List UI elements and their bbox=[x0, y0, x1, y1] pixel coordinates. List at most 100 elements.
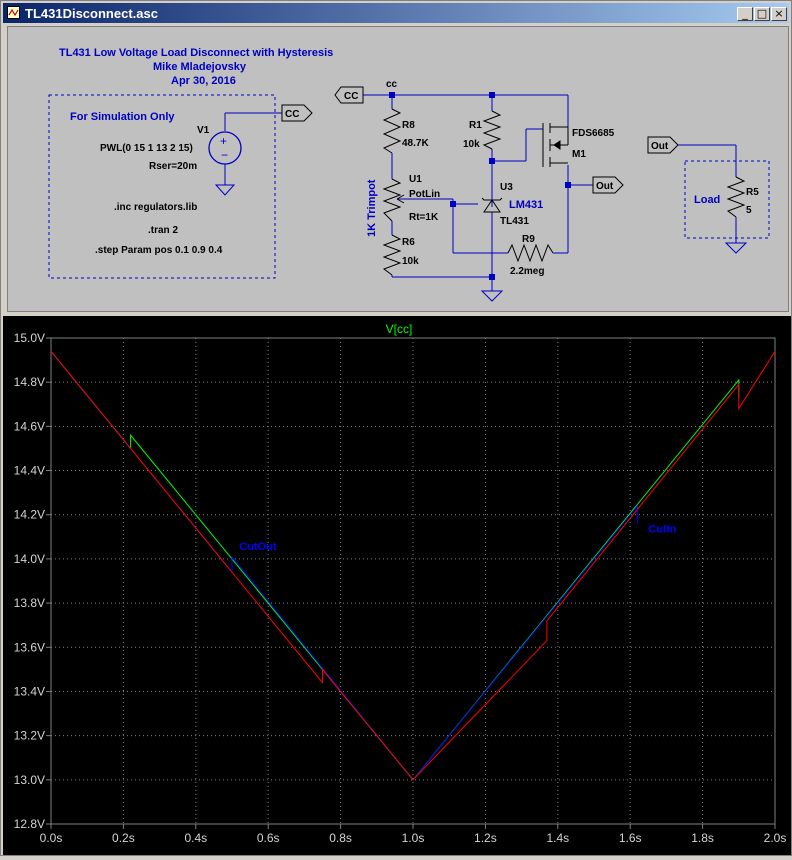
x-tick-label: 0.0s bbox=[40, 831, 63, 845]
x-tick-label: 1.6s bbox=[619, 831, 642, 845]
out-flag-right-label: Out bbox=[596, 181, 614, 192]
r1-value: 10k bbox=[463, 139, 480, 150]
window-title: TL431Disconnect.asc bbox=[25, 6, 158, 21]
svg-text:+: + bbox=[220, 134, 227, 148]
x-tick-label: 2.0s bbox=[764, 831, 787, 845]
simulation-box[interactable] bbox=[48, 94, 276, 279]
r8-resistor[interactable] bbox=[382, 108, 402, 154]
u3-value: TL431 bbox=[500, 216, 529, 227]
y-tick-label: 14.8V bbox=[14, 375, 45, 389]
u3-tl431-shunt[interactable] bbox=[481, 192, 503, 213]
u1-value: Rt=1K bbox=[409, 212, 439, 223]
sim-only-label: For Simulation Only bbox=[70, 111, 175, 123]
r5-name: R5 bbox=[746, 187, 759, 198]
y-tick-label: 13.2V bbox=[14, 729, 45, 743]
svg-text:−: − bbox=[221, 148, 228, 162]
u3-model: LM431 bbox=[509, 199, 543, 211]
directive-inc[interactable]: .inc regulators.lib bbox=[114, 202, 197, 213]
out-flag-load-label: Out bbox=[651, 141, 669, 152]
x-tick-label: 1.2s bbox=[474, 831, 497, 845]
schematic-author: Mike Mladejovsky bbox=[153, 61, 247, 73]
m1-name: M1 bbox=[572, 149, 586, 160]
trace-step-0[interactable] bbox=[50, 350, 740, 781]
annotation-cutout[interactable]: CutOut bbox=[239, 541, 277, 553]
cc-flag-simbox[interactable]: CC bbox=[281, 104, 313, 122]
waveform-plot[interactable]: V[cc] 0.0s 0.2s 0.4s 0.6s 0.8s 1.0s 1.2s 1.4s 1.… bbox=[3, 316, 791, 855]
y-tick-label: 13.0V bbox=[14, 773, 45, 787]
x-tick-label: 1.0s bbox=[402, 831, 425, 845]
minimize-button[interactable]: _ bbox=[737, 7, 753, 21]
u1-model: PotLin bbox=[409, 189, 440, 200]
x-tick-label: 1.8s bbox=[691, 831, 714, 845]
r9-name: R9 bbox=[522, 234, 535, 245]
r5-resistor[interactable] bbox=[726, 176, 746, 218]
title-bar[interactable]: TL431Disconnect.asc _ □ × bbox=[3, 3, 789, 23]
y-tick-label: 14.2V bbox=[14, 508, 45, 522]
v1-voltage-source[interactable]: + − bbox=[208, 112, 282, 196]
v1-rser: Rser=20m bbox=[149, 161, 197, 172]
plot-annotations: CutOut CutIn bbox=[239, 523, 676, 553]
y-tick-label: 14.0V bbox=[14, 552, 45, 566]
r9-resistor[interactable] bbox=[507, 243, 554, 263]
trace-title[interactable]: V[cc] bbox=[386, 322, 413, 336]
maximize-button[interactable]: □ bbox=[754, 7, 770, 21]
out-flag-load[interactable]: Out bbox=[647, 136, 679, 154]
y-tick-label: 13.8V bbox=[14, 596, 45, 610]
annotation-cutin[interactable]: CutIn bbox=[648, 523, 676, 535]
u1-name: U1 bbox=[409, 174, 422, 185]
x-tick-label: 0.4s bbox=[184, 831, 207, 845]
trace-step-1[interactable] bbox=[50, 350, 638, 781]
ground-load bbox=[724, 242, 748, 254]
u1-potentiometer[interactable] bbox=[382, 178, 402, 222]
r6-name: R6 bbox=[402, 237, 415, 248]
x-tick-label: 0.8s bbox=[329, 831, 352, 845]
y-tick-label: 14.6V bbox=[14, 419, 45, 433]
m1-model: FDS6685 bbox=[572, 128, 615, 139]
schematic-title: TL431 Low Voltage Load Disconnect with H… bbox=[59, 47, 333, 59]
directive-step[interactable]: .step Param pos 0.1 0.9 0.4 bbox=[95, 245, 223, 256]
cc-flag-simbox-label: CC bbox=[285, 109, 299, 120]
r6-value: 10k bbox=[402, 256, 419, 267]
schematic-date: Apr 30, 2016 bbox=[171, 75, 236, 87]
u3-name: U3 bbox=[500, 182, 513, 193]
plot-grid bbox=[46, 337, 776, 829]
y-tick-label: 13.4V bbox=[14, 684, 45, 698]
cc-flag-main[interactable]: CC bbox=[334, 86, 364, 104]
out-flag-right[interactable]: Out bbox=[592, 176, 624, 194]
m1-mosfet[interactable] bbox=[542, 123, 569, 167]
v1-value: PWL(0 15 1 13 2 15) bbox=[100, 143, 193, 154]
y-tick-label: 14.4V bbox=[14, 464, 45, 478]
r8-value: 48.7K bbox=[402, 138, 429, 149]
load-box[interactable] bbox=[684, 160, 770, 239]
load-label: Load bbox=[694, 194, 720, 206]
cc-flag-main-label: CC bbox=[344, 91, 358, 102]
r1-resistor[interactable] bbox=[482, 110, 502, 150]
r5-value: 5 bbox=[746, 205, 752, 216]
main-circuit-wires bbox=[363, 94, 593, 291]
r1-name: R1 bbox=[469, 120, 482, 131]
y-tick-label: 13.6V bbox=[14, 640, 45, 654]
y-tick-label: 15.0V bbox=[14, 331, 45, 345]
pot-wiper-arrow bbox=[396, 194, 405, 204]
axis-tick-labels: 0.0s 0.2s 0.4s 0.6s 0.8s 1.0s 1.2s 1.4s 1.6s 1.8s… bbox=[14, 331, 787, 845]
close-button[interactable]: × bbox=[771, 7, 787, 21]
schematic-pane[interactable]: TL431 Low Voltage Load Disconnect with H… bbox=[7, 26, 789, 312]
x-tick-label: 1.4s bbox=[546, 831, 569, 845]
v1-name: V1 bbox=[197, 125, 210, 136]
y-tick-label: 12.8V bbox=[14, 817, 45, 831]
schematic-canvas: TL431 Low Voltage Load Disconnect with H… bbox=[48, 47, 770, 302]
schematic-file-icon bbox=[7, 6, 20, 19]
r6-resistor[interactable] bbox=[382, 234, 402, 276]
junction-dots bbox=[389, 92, 571, 280]
x-tick-label: 0.2s bbox=[112, 831, 135, 845]
directive-tran[interactable]: .tran 2 bbox=[148, 225, 178, 236]
ground-main bbox=[480, 290, 504, 302]
trimpot-label: 1K Trimpot bbox=[366, 179, 378, 237]
plot-traces bbox=[50, 350, 776, 781]
waveform-viewer[interactable]: V[cc] 0.0s 0.2s 0.4s 0.6s 0.8s 1.0s 1.2s 1.4s 1.… bbox=[3, 316, 791, 855]
x-tick-label: 0.6s bbox=[257, 831, 280, 845]
r8-name: R8 bbox=[402, 120, 415, 131]
r9-value: 2.2meg bbox=[510, 266, 544, 277]
trace-step-2[interactable] bbox=[50, 350, 776, 781]
